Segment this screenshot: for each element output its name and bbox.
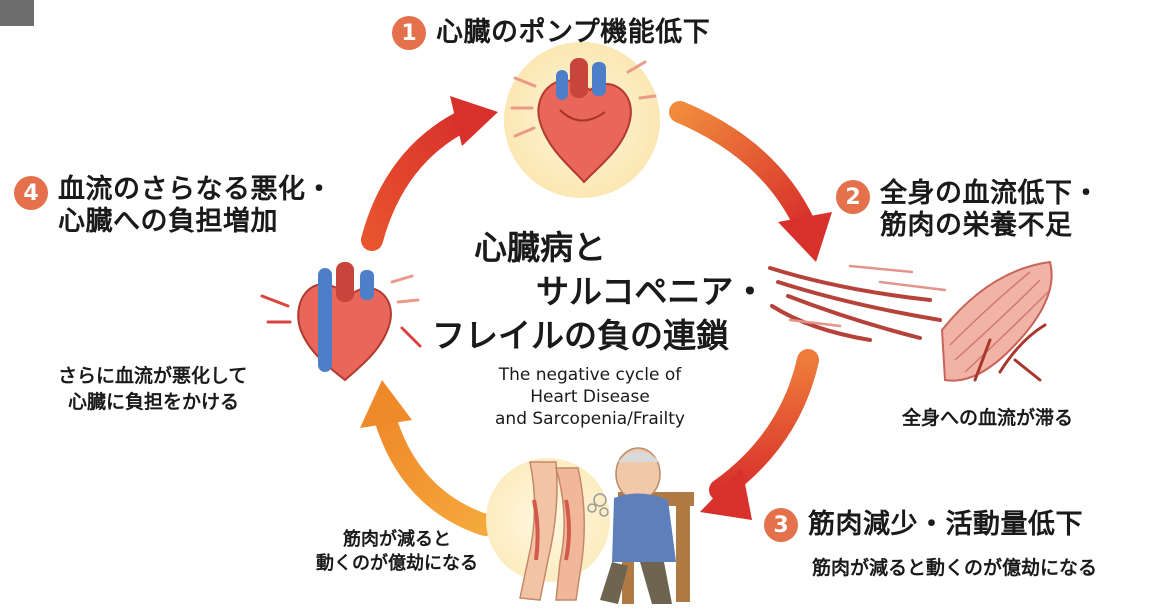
stage-4-caption-line-2: 心臓に負担をかける [58,390,247,416]
stage-2-number: 2 [836,180,870,214]
heart-left-image [262,262,420,380]
stage-1-title-text: 心臓のポンプ機能低下 [436,17,710,49]
stage-4-caption-line-1: さらに血流が悪化して [58,364,247,390]
center-subtitle-line-1: The negative cycle of [460,364,720,386]
stage-3-title: 3 筋肉減少・活動量低下 [764,508,1083,542]
center-title-line-2: サルコペニア・ [536,270,766,314]
center-subtitle-line-2: Heart Disease [460,386,720,408]
stage-3-number: 3 [764,508,798,542]
center-subtitle: The negative cycle of Heart Disease and … [460,364,720,430]
stage-4-title-line-2: 心臓への負担増加 [58,206,333,238]
stage-1-number: 1 [392,16,426,50]
stage-2-title-line-1: 全身の血流低下・ [880,178,1100,210]
stage-1-title: 1 心臓のポンプ機能低下 [392,16,710,50]
center-subtitle-line-3: and Sarcopenia/Frailty [460,408,720,430]
stage-3-caption: 筋肉が減ると動くのが億劫になる [812,556,1097,582]
arrow-top-right [680,112,832,262]
stage-3-title-text: 筋肉減少・活動量低下 [808,509,1083,541]
bottom-caption-line-1: 筋肉が減ると [282,528,512,552]
stage-2-title: 2 全身の血流低下・ 筋肉の栄養不足 [836,178,1100,242]
stage-4-caption: さらに血流が悪化して 心臓に負担をかける [58,364,247,415]
center-title-line-3: フレイルの負の連鎖 [432,314,729,358]
stage-2-caption: 全身への血流が滞る [902,406,1073,432]
stage-4-number: 4 [14,176,48,210]
stage-4-title: 4 血流のさらなる悪化・ 心臓への負担増加 [14,174,333,238]
stage-4-title-line-1: 血流のさらなる悪化・ [58,174,333,206]
arrow-left-up [372,96,498,240]
bottom-caption-line-2: 動くのが億劫になる [282,552,512,576]
stage-2-title-line-2: 筋肉の栄養不足 [880,210,1100,242]
heart-top-image [504,42,660,198]
center-title-line-1: 心臓病と [474,226,606,270]
bottom-caption: 筋肉が減ると 動くのが億劫になる [282,528,512,577]
